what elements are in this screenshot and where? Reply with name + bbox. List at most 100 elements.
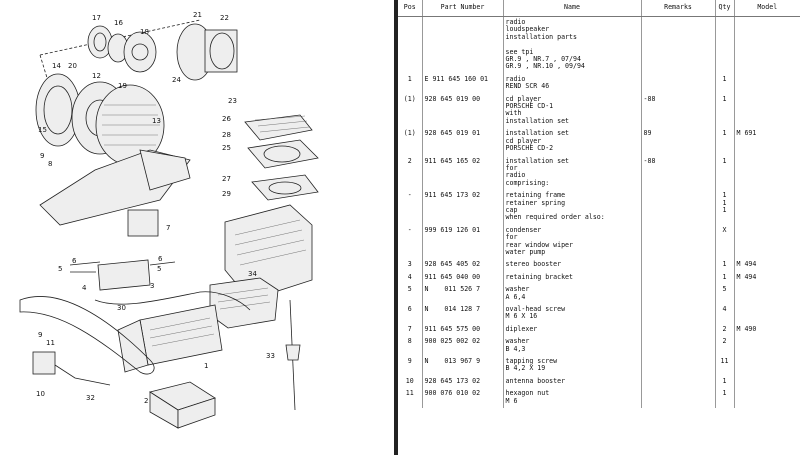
cell-remarks [641, 336, 716, 357]
cell-remarks [641, 16, 716, 74]
cell-part-number: E 911 645 160 01 [422, 73, 504, 94]
cell-model [734, 190, 800, 225]
cell-qty: 1 [715, 93, 735, 129]
cell-qty: 5 [715, 284, 735, 304]
callout-29: 29 [222, 190, 231, 198]
cell-name: diplexer [503, 323, 642, 337]
cell-pos: - [398, 224, 423, 260]
parts-table-header: Pos Part Number Name Remarks Qty Model [398, 0, 800, 17]
cell-qty: 1 [715, 155, 735, 191]
callout-19: 19 [118, 82, 127, 90]
callout-2: 2 [144, 397, 148, 405]
col-remarks-header: Remarks [641, 0, 716, 17]
cell-name: oval-head screw M 6 X 16 [503, 304, 642, 324]
cell-qty [715, 16, 735, 74]
callout-33: 33 [266, 352, 275, 360]
callout-28: 28 [222, 131, 231, 139]
callout-13: 13 [152, 117, 161, 125]
cell-model [734, 74, 800, 94]
cell-name: retaining frame retainer spring cap when… [503, 190, 642, 225]
cell-name: stereo booster [503, 259, 642, 272]
callout-32: 32 [86, 394, 95, 402]
cell-name: cd player PORSCHE CD-1 with installation… [503, 93, 642, 129]
callout-4: 4 [82, 284, 87, 292]
cell-pos: 2 [398, 155, 423, 191]
cell-qty: 2 [715, 323, 735, 337]
cell-part-number: 928 645 019 01 [422, 128, 504, 156]
cell-remarks: -88 [641, 93, 716, 129]
cell-qty: 1 [715, 128, 735, 156]
cell-remarks [641, 284, 716, 304]
cell-part-number: N 011 526 7 [422, 284, 504, 304]
cell-name: washer A 6,4 [503, 284, 642, 304]
cell-name: retaining bracket [503, 271, 642, 285]
cell-remarks: -88 [641, 155, 716, 191]
cell-name: radio loudspeaker installation parts see… [503, 16, 642, 74]
cell-model [734, 284, 800, 304]
cell-remarks [641, 190, 716, 225]
panel-divider [394, 0, 398, 455]
cell-model [734, 376, 800, 388]
cell-remarks [641, 271, 716, 285]
col-model-header: Model [734, 0, 800, 17]
cell-pos: 11 [398, 388, 423, 409]
callout-15: 15 [38, 126, 47, 134]
callout-16: 16 [114, 19, 123, 27]
cell-model [734, 388, 800, 408]
cell-pos: 3 [398, 259, 423, 272]
parts-list-panel: Pos Part Number Name Remarks Qty Model r… [398, 0, 800, 455]
col-qty-header: Qty [715, 0, 735, 17]
cell-model [734, 156, 800, 191]
callout-22: 22 [220, 14, 229, 22]
cell-model: M 494 [736, 272, 757, 281]
cell-part-number: 900 025 002 02 [422, 336, 504, 357]
cell-name: antenna booster [503, 375, 642, 389]
cell-name: tapping screw B 4,2 X 19 [503, 356, 642, 376]
callout-25: 25 [222, 144, 231, 152]
cell-model [734, 336, 800, 356]
cell-remarks [641, 224, 716, 260]
cell-pos: (1) [398, 128, 423, 156]
cell-part-number: 928 645 405 02 [422, 259, 504, 272]
callout-30: 30 [117, 304, 126, 312]
cell-name: hexagon nut M 6 [503, 388, 642, 409]
cell-part-number [422, 16, 504, 74]
cell-qty: X [715, 224, 735, 260]
exploded-parts-diagram: 17 16 18 20 19 14 12 15 13 9 8 21 22 24 … [0, 0, 394, 455]
callout-1: 1 [204, 362, 208, 370]
callout-27: 27 [222, 175, 231, 183]
cell-qty: 1 [715, 375, 735, 389]
cell-remarks [641, 388, 716, 409]
col-pos-header: Pos [398, 0, 423, 17]
cell-qty: 1 [715, 73, 735, 94]
cell-part-number: 911 645 173 02 [422, 190, 504, 225]
callout-24: 24 [172, 76, 181, 84]
callout-11: 11 [46, 339, 55, 347]
cell-qty: 1 [715, 388, 735, 409]
cell-model: M 490 [736, 324, 757, 333]
cell-pos: 1 [398, 73, 423, 94]
cell-part-number: 911 645 165 02 [422, 155, 504, 191]
cell-name: washer B 4,3 [503, 336, 642, 357]
cell-pos: 7 [398, 323, 423, 337]
cell-pos: - [398, 190, 423, 225]
callout-5b: 5 [157, 265, 161, 273]
cell-model [734, 225, 800, 260]
callout-14: 14 [52, 62, 61, 70]
radio-loudspeaker-illustration: 17 16 18 20 19 14 12 15 13 9 8 21 22 24 … [19, 11, 319, 429]
callout-9: 9 [40, 152, 44, 160]
parts-table: Pos Part Number Name Remarks Qty Model r… [398, 0, 800, 409]
callout-23: 23 [228, 97, 237, 105]
cell-model [734, 94, 800, 129]
cell-part-number: 928 645 173 02 [422, 375, 504, 389]
